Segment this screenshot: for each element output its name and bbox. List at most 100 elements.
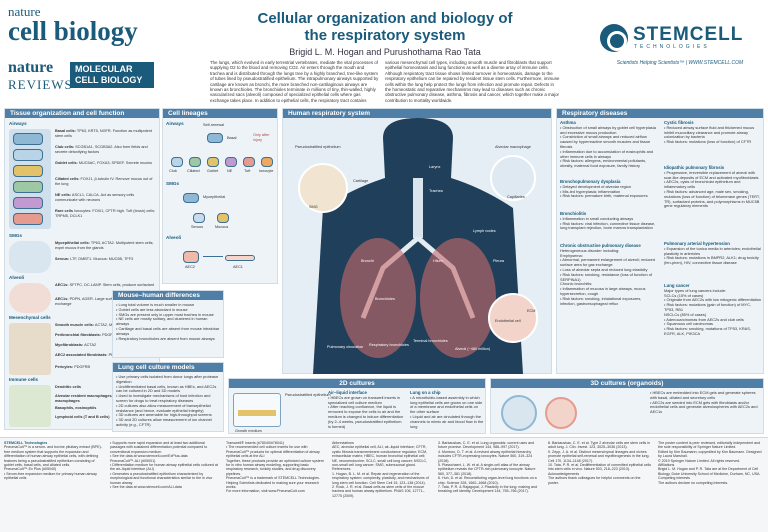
- mesenchymal-heading: Mesenchymal cells: [9, 315, 51, 320]
- right-lung-shape: [420, 238, 496, 358]
- lineage-basal-icon: [207, 133, 223, 143]
- lineage-tuft-icon: [243, 157, 255, 167]
- lineage-mucous-icon: [217, 213, 229, 223]
- alveolosphere-icon: [545, 397, 577, 429]
- cell-biology-wordmark: cell biology: [8, 16, 138, 46]
- stemcell-logo[interactable]: STEMCELL TECHNOLOGIES Scientists Helping…: [600, 22, 760, 72]
- label-cartilage: Cartilage: [353, 179, 369, 183]
- smgs-heading: SMGs: [9, 233, 23, 238]
- lung-on-chip-text: Lung on a chip • A microfluidic-based as…: [410, 390, 484, 429]
- human-torso-illustration: [298, 118, 538, 374]
- alveoli-heading: Alveoli: [9, 275, 25, 280]
- label-endothelial: Endothelial cell: [495, 319, 521, 323]
- cell-entry-goblet: Goblet cells: MUC5AC, FOXA3, SPDEF. Secr…: [55, 161, 153, 165]
- rare-cell-icon: [13, 213, 43, 225]
- footer-pneumacult-text: • Supports more rapid expansion and at l…: [110, 441, 218, 490]
- lineage-serous-label: Serous: [191, 225, 204, 229]
- smg-cell-list: Myoepithelial cells: TP63, ACTA2. Multip…: [55, 241, 157, 271]
- capillary-inset: [488, 293, 538, 343]
- footer-references-2: 8. Barkauskas, C. E. et al. Type 2 alveo…: [548, 441, 652, 485]
- culture-models-text: • Use primary cells isolated from donor …: [116, 374, 219, 427]
- lineage-serous-icon: [193, 213, 205, 223]
- cell-entry-basophils: Basophils, eosinophils: [55, 406, 97, 410]
- intro-right: various mesenchymal cell types, includin…: [385, 60, 560, 103]
- club-cell-icon: [13, 149, 43, 161]
- reviews-wordmark: REVIEWS: [8, 77, 73, 92]
- nature-cell-biology-logo: nature cell biology: [8, 5, 178, 46]
- label-lymph: Lymph nodes: [473, 229, 496, 233]
- lineage-smgs-label: SMGs: [166, 181, 180, 186]
- stemcell-circle-icon: [600, 24, 628, 52]
- stemcell-tagline: Scientists Helping Scientists™ | WWW.STE…: [616, 60, 744, 66]
- immune-heading: Immune cells: [9, 377, 39, 382]
- disease-copd: Chronic obstructive pulmonary disease He…: [560, 243, 656, 306]
- human-section-title: Human respiratory system: [283, 109, 551, 118]
- immune-illustration: [9, 385, 51, 427]
- lineage-ionocyte-icon: [261, 157, 273, 167]
- label-trachea: Trachea: [429, 189, 443, 193]
- stemcell-name: STEMCELL: [633, 24, 744, 45]
- disease-pah: Pulmonary arterial hypertension • Expans…: [664, 241, 761, 266]
- cell-entry-club: Club cells: SCGB1A1, SCGB3A2. Also form …: [55, 145, 148, 154]
- footer-stemcell: STEMCELL Technologies PneumaCult™ is a s…: [4, 441, 102, 481]
- alveolus-inset: [490, 155, 536, 201]
- label-smg: SMG: [309, 205, 318, 209]
- disease-asthma: Asthma • Obstruction of small airways by…: [560, 120, 656, 169]
- lineages-section-title: Cell lineages: [163, 109, 277, 118]
- lineage-injury-note: Only after injury: [253, 133, 270, 142]
- mouse-human-text: • Lung total volume is much smaller in m…: [116, 302, 220, 341]
- nature-reviews-wordmark: nature: [8, 59, 54, 76]
- disease-ipf: Idiopathic pulmonary fibrosis • Progress…: [664, 165, 760, 209]
- lineage-aec1-icon: [225, 255, 255, 261]
- lineage-arrow: [203, 256, 223, 257]
- ne-cell-icon: [13, 197, 43, 209]
- left-lung-shape: [340, 238, 416, 358]
- immune-cell-list: Dendritic cells Alveolar resident macrop…: [55, 385, 157, 424]
- cell-entry-lymphoid: Lymphoid cells (T and B cells): [55, 415, 110, 419]
- airway-organoid-icon: [501, 395, 537, 431]
- footer-references: 3. Barkauskas, C. E. et al. Lung organoi…: [438, 441, 537, 494]
- footer-transwell-text: Transwell® Inserts (#78040/#78041) • The…: [226, 441, 324, 494]
- label-ecm: ECM: [527, 309, 536, 313]
- title-line-2: the respiratory system: [304, 27, 466, 44]
- cell-lineages-panel: Cell lineages Airways Self-renewal Basal…: [162, 108, 278, 284]
- label-growth-medium: Growth medium: [235, 429, 262, 433]
- mesenchymal-illustration: [9, 323, 51, 375]
- cultures-2d-panel: 2D cultures Growth medium Pseudostratifi…: [228, 378, 486, 434]
- airway-cell-list: Basal cells: TP63, KRT5, NGFR. Function …: [55, 129, 157, 225]
- lineage-aec1-label: AEC1: [233, 265, 243, 269]
- label-pulmonary-circulation: Pulmonary circulation: [327, 345, 364, 349]
- footer-affiliations: The poster content is peer reviewed, edi…: [658, 441, 762, 485]
- cell-entry-smooth-muscle: Smooth muscle cells: ACTA2, MYH11: [55, 323, 122, 327]
- cultures-3d-text: • HBECs are embedded into ECM gels and g…: [650, 390, 758, 415]
- label-alveoli: Alveoli (~480 million): [455, 347, 491, 351]
- disease-cystic-fibrosis: Cystic fibrosis • Reduced airway surface…: [664, 120, 755, 145]
- cell-entry-ne: NE cells: ASCL1, CALCA. Act as sensory c…: [55, 193, 135, 202]
- disease-lung-cancer: Lung cancer Major types of lung cancers …: [664, 283, 762, 336]
- mouse-human-panel: Mouse–human differences • Lung total vol…: [112, 290, 224, 358]
- cell-entry-serous-mucous: Serous: LTF, DMBT1. Mucous: MUC5B, TFF3: [55, 257, 134, 261]
- airway-epithelium-illustration: [9, 129, 51, 229]
- insert-epithelium-layer: [238, 410, 276, 416]
- disease-bronchiolitis: Bronchiolitis • Inflammation in small co…: [560, 211, 656, 231]
- cell-entry-basal: Basal cells: TP63, KRT5, NGFR. Function …: [55, 129, 152, 138]
- respiratory-diseases-panel: Respiratory diseases Asthma • Obstructio…: [556, 108, 764, 374]
- cell-entry-rare: Rare cells Ionocytes: FOXI1, CFTR high. …: [55, 209, 156, 218]
- cell-entry-aec1: AEC1s: PDPN, AGER. Large surface area; f…: [55, 297, 150, 306]
- label-pseudostratified: Pseudostratified epithelium: [295, 145, 341, 149]
- lineage-ne-label: NE: [227, 169, 233, 173]
- stemcell-sub: TECHNOLOGIES: [634, 44, 710, 50]
- label-hilum: Hilum: [433, 259, 443, 263]
- alveolar-cell-list: AEC1s: SFTPC, DC-LAMP. Stem cells, produ…: [55, 283, 157, 311]
- molecular-cell-biology-badge: MOLECULAR CELL BIOLOGY: [70, 62, 154, 88]
- culture-models-title: Lung cell culture models: [113, 363, 223, 372]
- label-respiratory-bronchioles: Respiratory bronchioles: [369, 343, 409, 347]
- alveoli-illustration: [9, 283, 51, 313]
- title-line-1: Cellular organization and biology of: [257, 10, 513, 27]
- human-respiratory-panel: Human respiratory system Pseudostratifie…: [282, 108, 552, 374]
- label-polarized: Pseudostratified epithelium: [285, 393, 331, 397]
- cell-entry-pericytes: Pericytes: PDGFRB: [55, 365, 91, 369]
- lineage-aec2-icon: [183, 251, 199, 263]
- lineage-club-icon: [171, 157, 183, 167]
